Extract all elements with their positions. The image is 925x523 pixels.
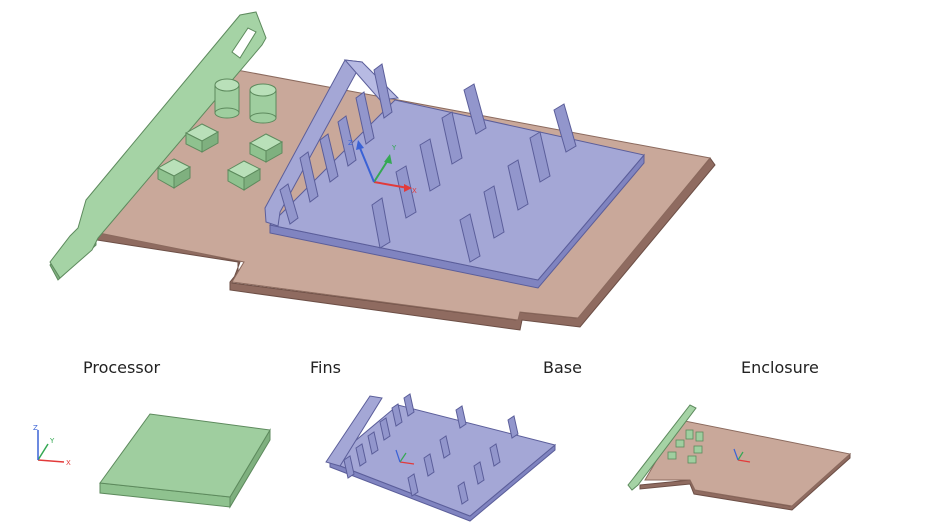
bracket-slot bbox=[231, 27, 257, 59]
processor-thumbnail bbox=[99, 413, 271, 509]
svg-text:Y: Y bbox=[49, 437, 55, 445]
label-enclosure: Enclosure bbox=[741, 358, 819, 377]
heatsink-base-top bbox=[268, 99, 645, 281]
component-cube-2 bbox=[248, 133, 284, 163]
fins-thumbnail bbox=[325, 393, 557, 522]
fins-base bbox=[371, 83, 577, 263]
label-processor: Processor bbox=[83, 358, 161, 377]
label-fins: Fins bbox=[310, 358, 341, 377]
capacitor-right bbox=[249, 83, 277, 124]
label-base: Base bbox=[543, 358, 582, 377]
axis-triad-small: X Y Z bbox=[33, 424, 71, 467]
component-cube-1 bbox=[184, 123, 220, 153]
component-cube-4 bbox=[226, 160, 262, 191]
enclosure-thumbnail bbox=[627, 404, 852, 511]
svg-text:Z: Z bbox=[33, 424, 38, 432]
bracket-rail bbox=[49, 11, 267, 279]
fins-wall bbox=[279, 63, 393, 225]
axis-triad-main: X Y Z bbox=[348, 139, 417, 195]
svg-text:X: X bbox=[66, 459, 71, 467]
axis-x-label: X bbox=[412, 187, 417, 195]
axis-z-label: Z bbox=[348, 139, 353, 147]
axis-y-label: Y bbox=[391, 144, 397, 152]
main-assembly: X Y Z bbox=[49, 11, 716, 331]
capacitor-left bbox=[214, 78, 240, 119]
component-cube-3 bbox=[156, 158, 192, 189]
